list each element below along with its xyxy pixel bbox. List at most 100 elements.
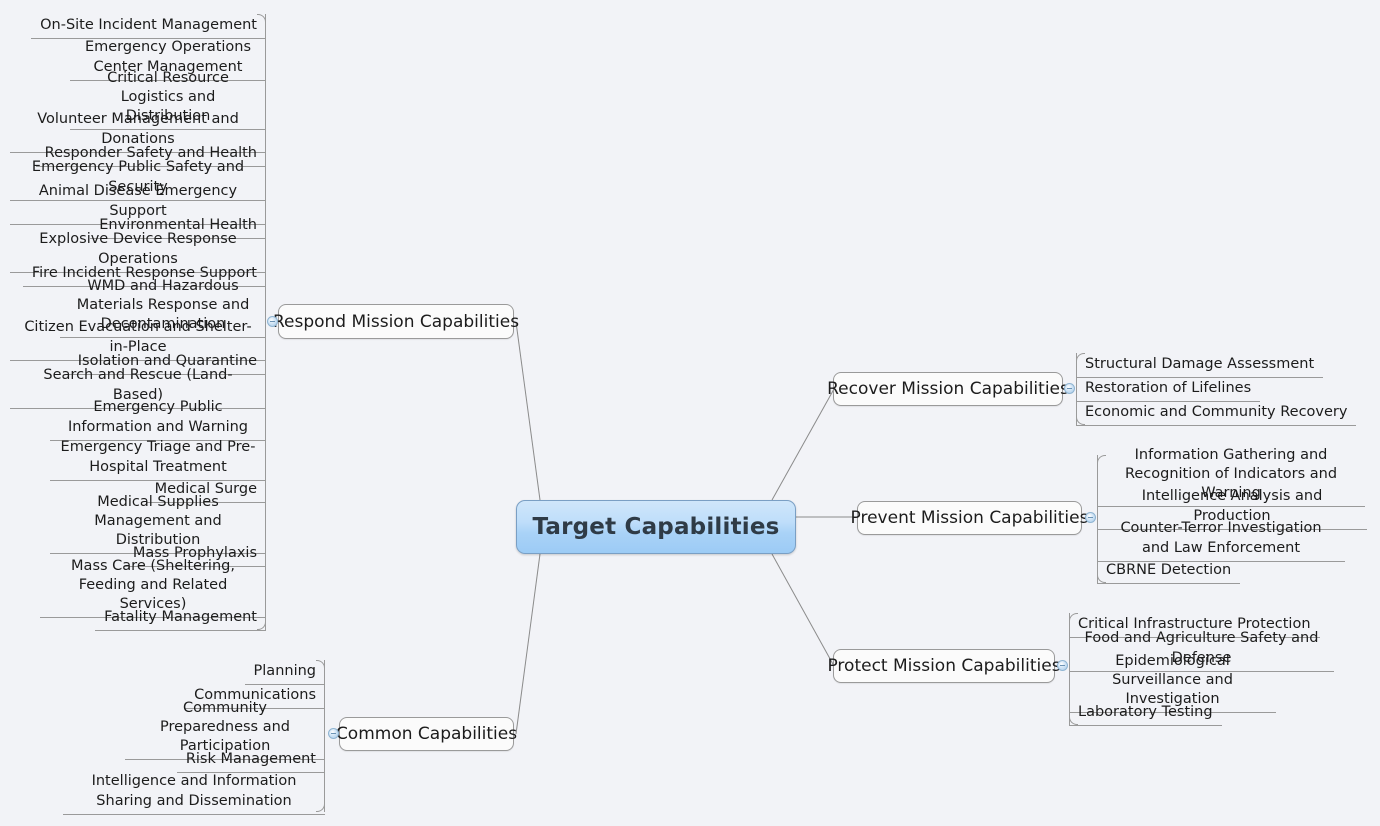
leaf-label: Mass Prophylaxis <box>123 541 266 568</box>
collapse-handle-respond[interactable] <box>267 316 278 327</box>
leaf-item[interactable]: Animal Disease Emergency Support <box>10 183 266 225</box>
leaf-label: Responder Safety and Health <box>35 141 266 168</box>
leaf-item[interactable]: Volunteer Management and Donations <box>10 111 266 153</box>
leaf-spine-cap-bottom-recover <box>1076 416 1085 425</box>
leaf-label: Community Preparedness and Participation <box>125 696 325 761</box>
leaf-label: Economic and Community Recovery <box>1076 400 1357 427</box>
leaf-label: Explosive Device Response Operations <box>10 227 266 273</box>
collapse-handle-common[interactable] <box>328 728 339 739</box>
leaf-spine-cap-top-prevent <box>1097 455 1106 464</box>
leaf-item[interactable]: Mass Care (Sheltering, Feeding and Relat… <box>10 558 266 619</box>
leaf-item[interactable]: CBRNE Detection <box>1097 558 1367 585</box>
leaf-item[interactable]: Critical Infrastructure Protection <box>1069 612 1334 639</box>
branch-node-respond[interactable]: Respond Mission Capabilities <box>273 304 519 339</box>
leaf-label: Risk Management <box>176 747 325 774</box>
root-node-target-capabilities[interactable]: Target Capabilities <box>516 500 796 554</box>
leaf-label: Volunteer Management and Donations <box>10 107 266 153</box>
leaf-label: Medical Surge <box>145 477 266 504</box>
leaf-spine-cap-top-respond <box>257 14 266 23</box>
branch-label-prevent: Prevent Mission Capabilities <box>850 508 1089 528</box>
branch-label-protect: Protect Mission Capabilities <box>827 656 1061 676</box>
leaf-item[interactable]: Community Preparedness and Participation <box>60 700 325 761</box>
leaf-label: Critical Resource Logistics and Distribu… <box>70 66 266 131</box>
leaf-spine-protect <box>1069 613 1070 725</box>
branch-node-prevent[interactable]: Prevent Mission Capabilities <box>851 501 1088 535</box>
leaf-group-respond: On-Site Incident Management Emergency Op… <box>10 13 266 632</box>
leaf-item[interactable]: Intelligence Analysis and Production <box>1097 488 1367 530</box>
collapse-handle-protect[interactable] <box>1057 660 1068 671</box>
leaf-spine-cap-bottom-prevent <box>1097 574 1106 583</box>
leaf-label: Information Gathering and Recognition of… <box>1097 443 1365 508</box>
leaf-item[interactable]: Search and Rescue (Land-Based) <box>10 367 266 409</box>
leaf-item[interactable]: Restoration of Lifelines <box>1076 377 1371 403</box>
leaf-label: Fatality Management <box>95 605 266 632</box>
leaf-label: Structural Damage Assessment <box>1076 352 1324 379</box>
leaf-item[interactable]: Explosive Device Response Operations <box>10 231 266 273</box>
branch-label-respond: Respond Mission Capabilities <box>272 311 520 332</box>
leaf-item[interactable]: Economic and Community Recovery <box>1076 400 1371 427</box>
leaf-item[interactable]: Mass Prophylaxis <box>10 541 266 568</box>
leaf-spine-prevent <box>1097 455 1098 583</box>
leaf-group-recover: Structural Damage Assessment Restoration… <box>1076 352 1371 427</box>
leaf-label: Critical Infrastructure Protection <box>1069 612 1320 639</box>
leaf-item[interactable]: Emergency Operations Center Management <box>10 35 266 81</box>
leaf-label: CBRNE Detection <box>1097 558 1241 585</box>
leaf-label: Medical Supplies Management and Distribu… <box>50 490 266 555</box>
leaf-label: Emergency Triage and Pre-Hospital Treatm… <box>50 435 266 481</box>
leaf-label: Emergency Public Safety and Security <box>10 155 266 201</box>
leaf-item[interactable]: Planning <box>60 659 325 686</box>
branch-label-common: Common Capabilities <box>335 724 518 744</box>
leaf-item[interactable]: Responder Safety and Health <box>10 141 266 168</box>
leaf-item[interactable]: Emergency Public Safety and Security <box>10 159 266 201</box>
leaf-label: On-Site Incident Management <box>31 13 266 40</box>
leaf-label: Emergency Operations Center Management <box>70 35 266 81</box>
leaf-item[interactable]: Medical Surge <box>10 477 266 504</box>
leaf-label: Isolation and Quarantine <box>68 349 266 376</box>
leaf-label: Citizen Evacuation and Shelter-in-Place <box>10 315 266 361</box>
leaf-item[interactable]: Emergency Triage and Pre-Hospital Treatm… <box>10 435 266 481</box>
leaf-item[interactable]: Counter-Terror Investigation and Law Enf… <box>1097 519 1367 562</box>
leaf-item[interactable]: Citizen Evacuation and Shelter-in-Place <box>10 319 266 361</box>
leaf-group-protect: Critical Infrastructure Protection Food … <box>1069 612 1334 727</box>
leaf-spine-cap-top-recover <box>1076 353 1085 362</box>
leaf-item[interactable]: Communications <box>60 684 325 710</box>
collapse-handle-prevent[interactable] <box>1085 512 1096 523</box>
leaf-spine-respond <box>265 14 266 630</box>
leaf-item[interactable]: Environmental Health <box>10 213 266 240</box>
leaf-spine-cap-top-protect <box>1069 613 1078 622</box>
leaf-group-common: Planning Communications Community Prepar… <box>60 659 325 815</box>
leaf-item[interactable]: Emergency Public Information and Warning <box>10 398 266 441</box>
branch-node-recover[interactable]: Recover Mission Capabilities <box>827 372 1069 406</box>
leaf-group-prevent: Information Gathering and Recognition of… <box>1097 447 1367 585</box>
leaf-spine-recover <box>1076 353 1077 425</box>
branch-node-common[interactable]: Common Capabilities <box>335 717 518 751</box>
leaf-item[interactable]: Fire Incident Response Support <box>10 261 266 288</box>
leaf-item[interactable]: Structural Damage Assessment <box>1076 352 1371 379</box>
leaf-item[interactable]: Laboratory Testing <box>1069 701 1334 727</box>
leaf-item[interactable]: Food and Agriculture Safety and Defense <box>1069 630 1334 672</box>
collapse-handle-recover[interactable] <box>1064 383 1075 394</box>
leaf-label: Environmental Health <box>90 213 266 240</box>
leaf-label: Intelligence and Information Sharing and… <box>63 769 325 815</box>
leaf-item[interactable]: Information Gathering and Recognition of… <box>1097 447 1367 508</box>
leaf-item[interactable]: Isolation and Quarantine <box>10 349 266 376</box>
leaf-label: Planning <box>244 659 325 686</box>
leaf-label: Fire Incident Response Support <box>22 261 266 288</box>
leaf-item[interactable]: Fatality Management <box>10 605 266 632</box>
leaf-label: Epidemiological Surveillance and Investi… <box>1069 649 1276 714</box>
edge-root-recover <box>771 388 835 501</box>
leaf-item[interactable]: Epidemiological Surveillance and Investi… <box>1069 653 1334 714</box>
leaf-label: Food and Agriculture Safety and Defense <box>1069 626 1334 672</box>
leaf-item[interactable]: Risk Management <box>60 747 325 774</box>
leaf-item[interactable]: WMD and Hazardous Materials Response and… <box>10 278 266 339</box>
branch-node-protect[interactable]: Protect Mission Capabilities <box>827 649 1061 683</box>
leaf-item[interactable]: Critical Resource Logistics and Distribu… <box>10 70 266 131</box>
leaf-item[interactable]: On-Site Incident Management <box>10 13 266 40</box>
leaf-label: Intelligence Analysis and Production <box>1097 484 1367 530</box>
leaf-item[interactable]: Intelligence and Information Sharing and… <box>60 769 325 815</box>
leaf-item[interactable]: Medical Supplies Management and Distribu… <box>10 494 266 555</box>
edge-root-common <box>515 553 541 735</box>
branch-label-recover: Recover Mission Capabilities <box>827 379 1069 399</box>
edge-root-respond <box>515 321 541 501</box>
